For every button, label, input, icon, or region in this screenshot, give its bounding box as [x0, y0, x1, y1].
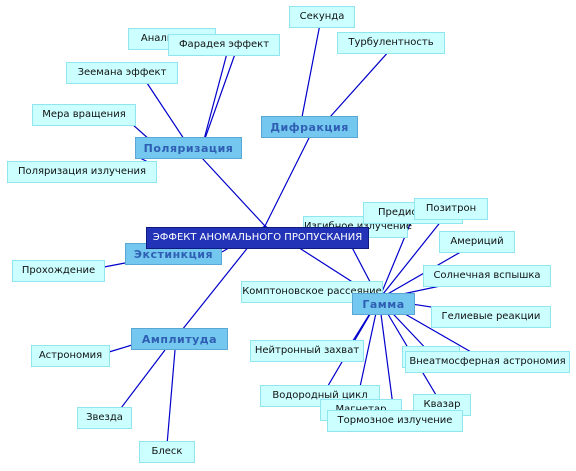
node-polarization[interactable]: Поляризация [135, 137, 242, 159]
leaf-positron[interactable]: Позитрон [414, 198, 488, 220]
leaf-astronomy[interactable]: Астрономия [31, 345, 110, 367]
leaf-faraday-effect[interactable]: Фарадея эффект [168, 34, 280, 56]
leaf-star[interactable]: Звезда [77, 407, 132, 429]
node-diffraction[interactable]: Дифракция [261, 116, 358, 138]
leaf-compton-scattering[interactable]: Комптоновское рассеяние [241, 281, 383, 303]
leaf-second[interactable]: Секунда [289, 6, 355, 28]
leaf-radiation-polarization[interactable]: Поляризация излучения [7, 161, 157, 183]
leaf-americium[interactable]: Америций [439, 231, 515, 253]
leaf-passage[interactable]: Прохождение [12, 260, 105, 282]
leaf-helium-reactions[interactable]: Гелиевые реакции [431, 306, 551, 328]
leaf-bremsstrahlung[interactable]: Тормозное излучение [327, 410, 463, 432]
leaf-solar-flare[interactable]: Солнечная вспышка [423, 265, 551, 287]
leaf-turbulence[interactable]: Турбулентность [337, 32, 445, 54]
leaf-rotation-measure[interactable]: Мера вращения [32, 104, 136, 126]
leaf-neutron-capture[interactable]: Нейтронный захват [250, 340, 364, 362]
leaf-zeeman-effect[interactable]: Зеемана эффект [66, 62, 178, 84]
root-node[interactable]: ЭФФЕКТ АНОМАЛЬНОГО ПРОПУСКАНИЯ [146, 227, 369, 249]
node-gamma[interactable]: Гамма [352, 293, 415, 315]
leaf-extra-atmospheric-astronomy[interactable]: Внеатмосферная астрономия [405, 351, 570, 373]
leaf-brilliance[interactable]: Блеск [139, 441, 195, 463]
node-amplitude[interactable]: Амплитуда [131, 328, 228, 350]
